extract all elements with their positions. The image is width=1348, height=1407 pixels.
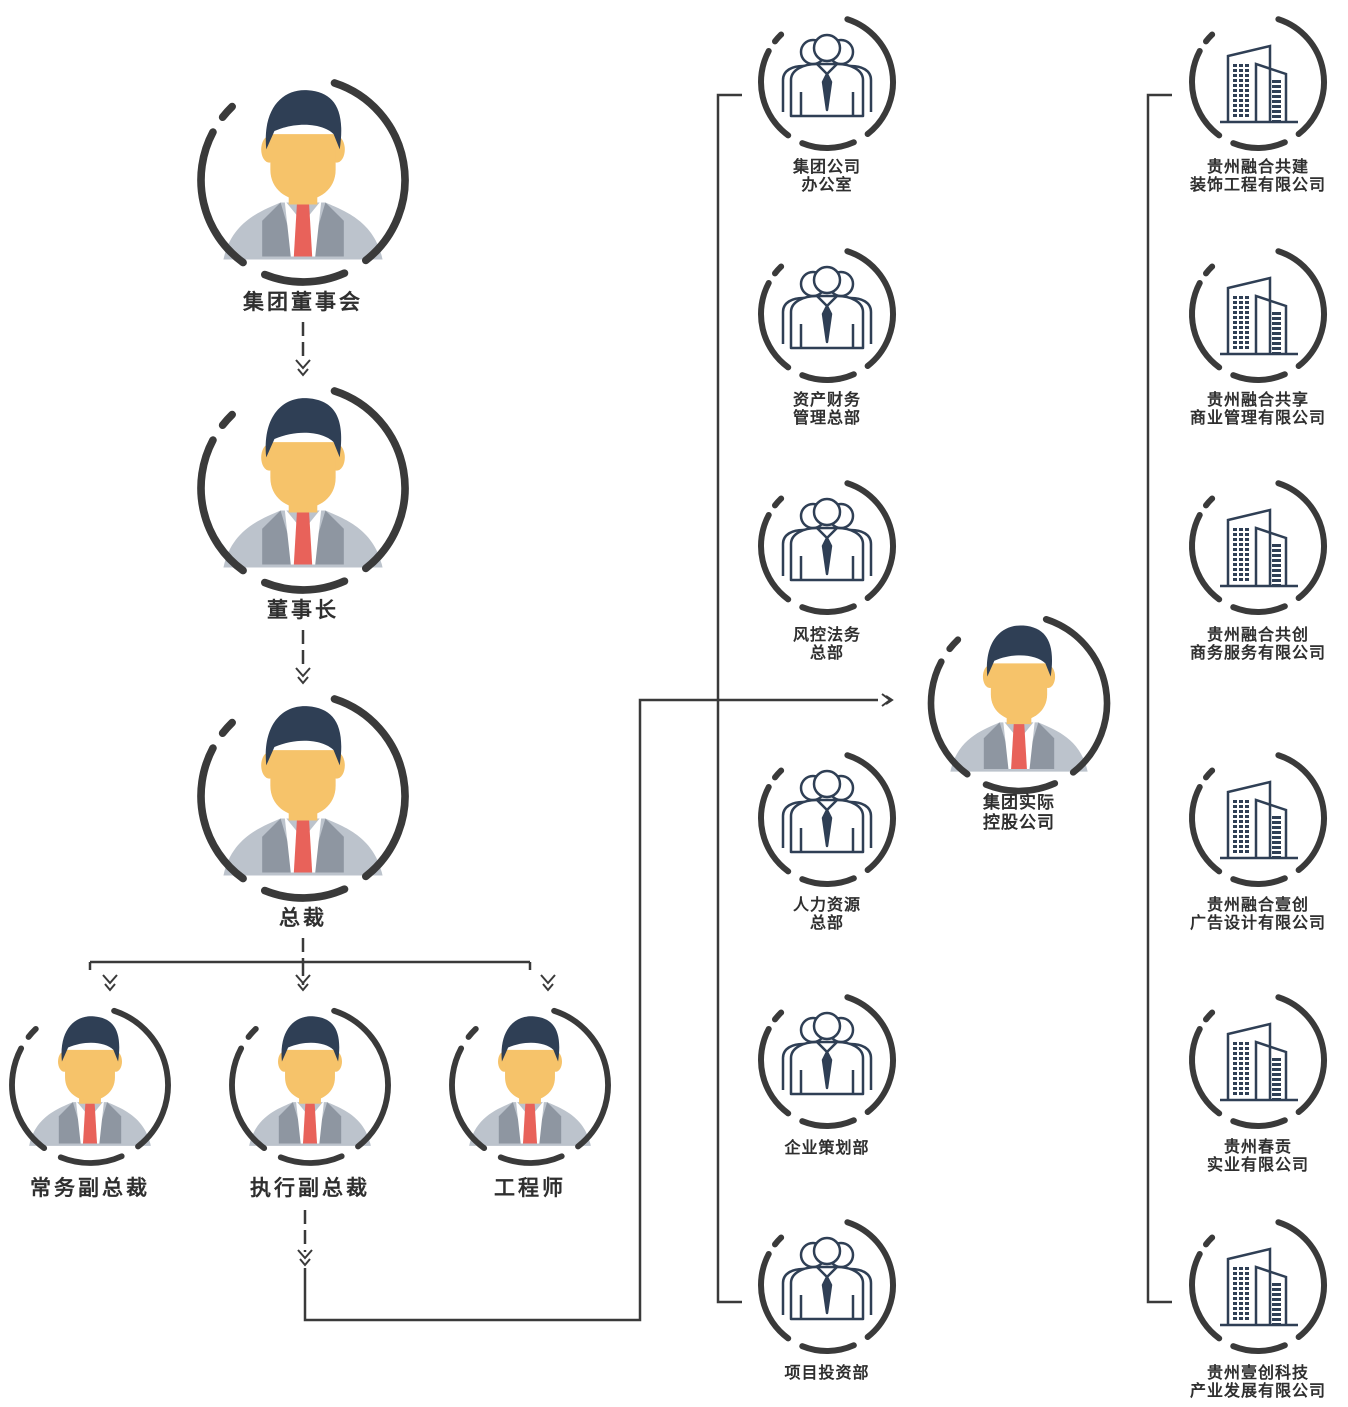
ring-decoration [758, 16, 896, 151]
department-icon [781, 1236, 873, 1321]
face [270, 442, 336, 509]
face [65, 1049, 115, 1101]
bracket-companies [1146, 93, 1172, 1304]
tie [1011, 724, 1027, 769]
dept-label: 资产财务管理总部 [792, 390, 862, 428]
avatar-chairman [223, 398, 383, 568]
node-label-exec-vp: 常务副总裁 [30, 1176, 150, 1200]
building-icon [1220, 1022, 1298, 1102]
ring-decoration [449, 1007, 611, 1166]
avatar-engineer [469, 1016, 591, 1146]
hair [265, 706, 342, 766]
dept-label: 人力资源总部 [792, 895, 862, 933]
hair [265, 90, 342, 150]
hair [265, 398, 342, 458]
face [270, 134, 336, 201]
face [270, 750, 336, 817]
hair [986, 625, 1053, 677]
building-icon [1220, 780, 1298, 860]
ring-decoration [1189, 752, 1327, 887]
building-icon [1220, 508, 1298, 588]
connector-to-holding [303, 698, 878, 1322]
avatar-holding [950, 625, 1088, 772]
ring-decoration [1189, 480, 1327, 615]
face [285, 1049, 335, 1101]
dept-label: 集团公司办公室 [792, 157, 862, 195]
company-label: 贵州春贡实业有限公司 [1206, 1137, 1310, 1175]
ring-decoration [197, 695, 409, 902]
bracket-departments [716, 93, 742, 1304]
dept-label: 项目投资部 [784, 1363, 870, 1382]
company-label: 贵州融合共建装饰工程有限公司 [1189, 157, 1327, 195]
ring-decoration [197, 387, 409, 594]
tie [293, 512, 313, 565]
ring-decoration [197, 79, 409, 286]
avatar-executive-vp [249, 1016, 371, 1146]
arrow-down-icon [295, 974, 311, 992]
avatar-president [223, 706, 383, 876]
company-label: 贵州融合共创商务服务有限公司 [1189, 625, 1327, 663]
ring-decoration [1189, 16, 1327, 151]
face [990, 663, 1048, 721]
face [505, 1049, 555, 1101]
dept-label: 风控法务总部 [792, 625, 862, 663]
ring-decoration [1189, 1219, 1327, 1354]
ring-decoration [758, 1219, 896, 1354]
building-icon [1220, 1247, 1298, 1327]
department-icon [781, 33, 873, 118]
tie [293, 204, 313, 257]
building-icon [1220, 44, 1298, 124]
department-icon [781, 497, 873, 582]
company-label: 贵州壹创科技产业发展有限公司 [1189, 1363, 1327, 1401]
ring-decoration [758, 752, 896, 887]
ring-decoration [1189, 248, 1327, 383]
ring-decoration [229, 1007, 391, 1166]
ring-decoration [1189, 994, 1327, 1129]
arrow-down-icon [295, 667, 311, 685]
tie [302, 1103, 318, 1144]
arrow-down-icon [102, 974, 118, 992]
department-icon [781, 769, 873, 854]
arrow-right-icon [881, 693, 894, 707]
ring-decoration [758, 480, 896, 615]
node-label-engineer: 工程师 [494, 1176, 566, 1200]
department-icon [781, 1011, 873, 1096]
hair [61, 1016, 120, 1062]
ring-decoration [927, 616, 1111, 795]
node-label-executive-vp: 执行副总裁 [250, 1176, 370, 1200]
company-label: 贵州融合壹创广告设计有限公司 [1189, 895, 1327, 933]
hair [501, 1016, 560, 1062]
hair [281, 1016, 340, 1062]
building-icon [1220, 276, 1298, 356]
dept-label: 企业策划部 [784, 1138, 870, 1157]
ring-decoration [758, 248, 896, 383]
department-icon [781, 265, 873, 350]
node-label-chairman: 董事长 [267, 598, 339, 622]
node-label-president: 总裁 [279, 906, 327, 930]
tie [82, 1103, 98, 1144]
node-label-holding: 集团实际控股公司 [983, 793, 1055, 833]
avatar-board [223, 90, 383, 260]
company-label: 贵州融合共享商业管理有限公司 [1189, 390, 1327, 428]
arrow-down-icon [297, 1249, 313, 1267]
arrow-down-icon [295, 359, 311, 377]
avatar-exec-vp [29, 1016, 151, 1146]
ring-decoration [9, 1007, 171, 1166]
ring-decoration [758, 994, 896, 1129]
tie [522, 1103, 538, 1144]
arrow-down-icon [540, 974, 556, 992]
node-label-board: 集团董事会 [243, 290, 363, 314]
tie [293, 820, 313, 873]
